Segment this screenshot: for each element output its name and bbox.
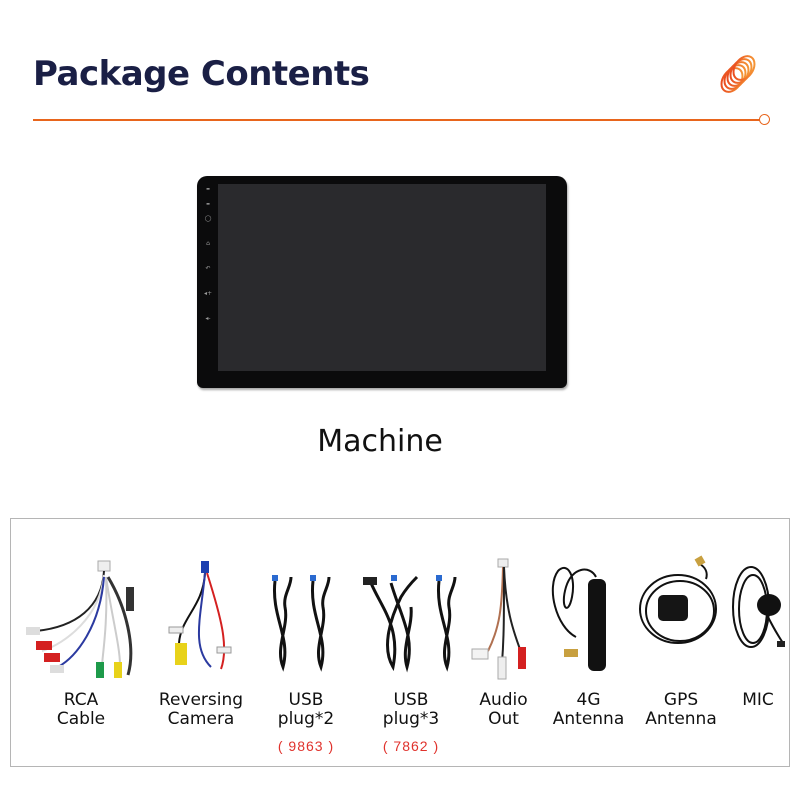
part-code: ( 9863 ) — [277, 738, 335, 754]
rca-cable-icon — [26, 560, 134, 678]
accessory-label: USB plug*2 — [277, 690, 335, 729]
accessory-label: USB plug*3 — [382, 690, 440, 729]
accessory-usb-plug-2: USB plug*2 ( 9863 ) — [261, 519, 351, 766]
gps-antenna-icon — [639, 555, 717, 644]
mic-icon — [732, 566, 785, 648]
accessory-label: GPS Antenna — [645, 690, 717, 729]
usb-cable-icon — [272, 575, 331, 672]
mic-indicator-icon: ▬ — [206, 186, 210, 191]
head-unit-image: ▬ ▬ ◯ ⌂ ↶ ◂+ ◂- — [197, 176, 567, 388]
4g-antenna-icon — [551, 567, 606, 671]
volume-down-icon: ◂- — [205, 315, 211, 322]
coil-logo-icon — [720, 55, 756, 93]
accessory-usb-plug-3: USB plug*3 ( 7862 ) — [361, 519, 461, 766]
back-icon: ↶ — [205, 265, 211, 272]
power-icon: ◯ — [204, 215, 212, 222]
accessory-label: Reversing Camera — [158, 690, 244, 729]
accessory-reversing-camera: Reversing Camera — [151, 519, 251, 766]
accessories-panel: RCA Cable Reversing Camera — [10, 518, 790, 767]
accessory-4g-antenna: 4G Antenna — [546, 519, 631, 766]
usb-cable-icon — [363, 575, 457, 673]
home-icon: ⌂ — [206, 240, 210, 247]
reset-indicator-icon: ▬ — [206, 201, 210, 206]
accessory-mic: MIC — [729, 519, 787, 766]
volume-up-icon: ◂+ — [203, 290, 213, 297]
accessory-label: RCA Cable — [56, 690, 106, 729]
accessory-gps-antenna: GPS Antenna — [636, 519, 726, 766]
reversing-camera-cable-icon — [168, 561, 232, 670]
accessory-rca-cable: RCA Cable — [16, 519, 146, 766]
side-button-column: ▬ ▬ ◯ ⌂ ↶ ◂+ ◂- — [201, 186, 215, 341]
part-code: ( 7862 ) — [382, 738, 440, 754]
accessory-audio-out: Audio Out — [466, 519, 541, 766]
audio-out-cable-icon — [471, 558, 526, 680]
divider-end-dot — [759, 114, 770, 125]
accessory-label: Audio Out — [479, 690, 528, 729]
machine-label: Machine — [317, 424, 443, 459]
accessory-label: 4G Antenna — [552, 690, 625, 729]
accessory-label: MIC — [742, 690, 774, 710]
head-unit-screen — [218, 184, 546, 371]
header-divider — [33, 119, 760, 121]
page-title: Package Contents — [33, 54, 370, 94]
